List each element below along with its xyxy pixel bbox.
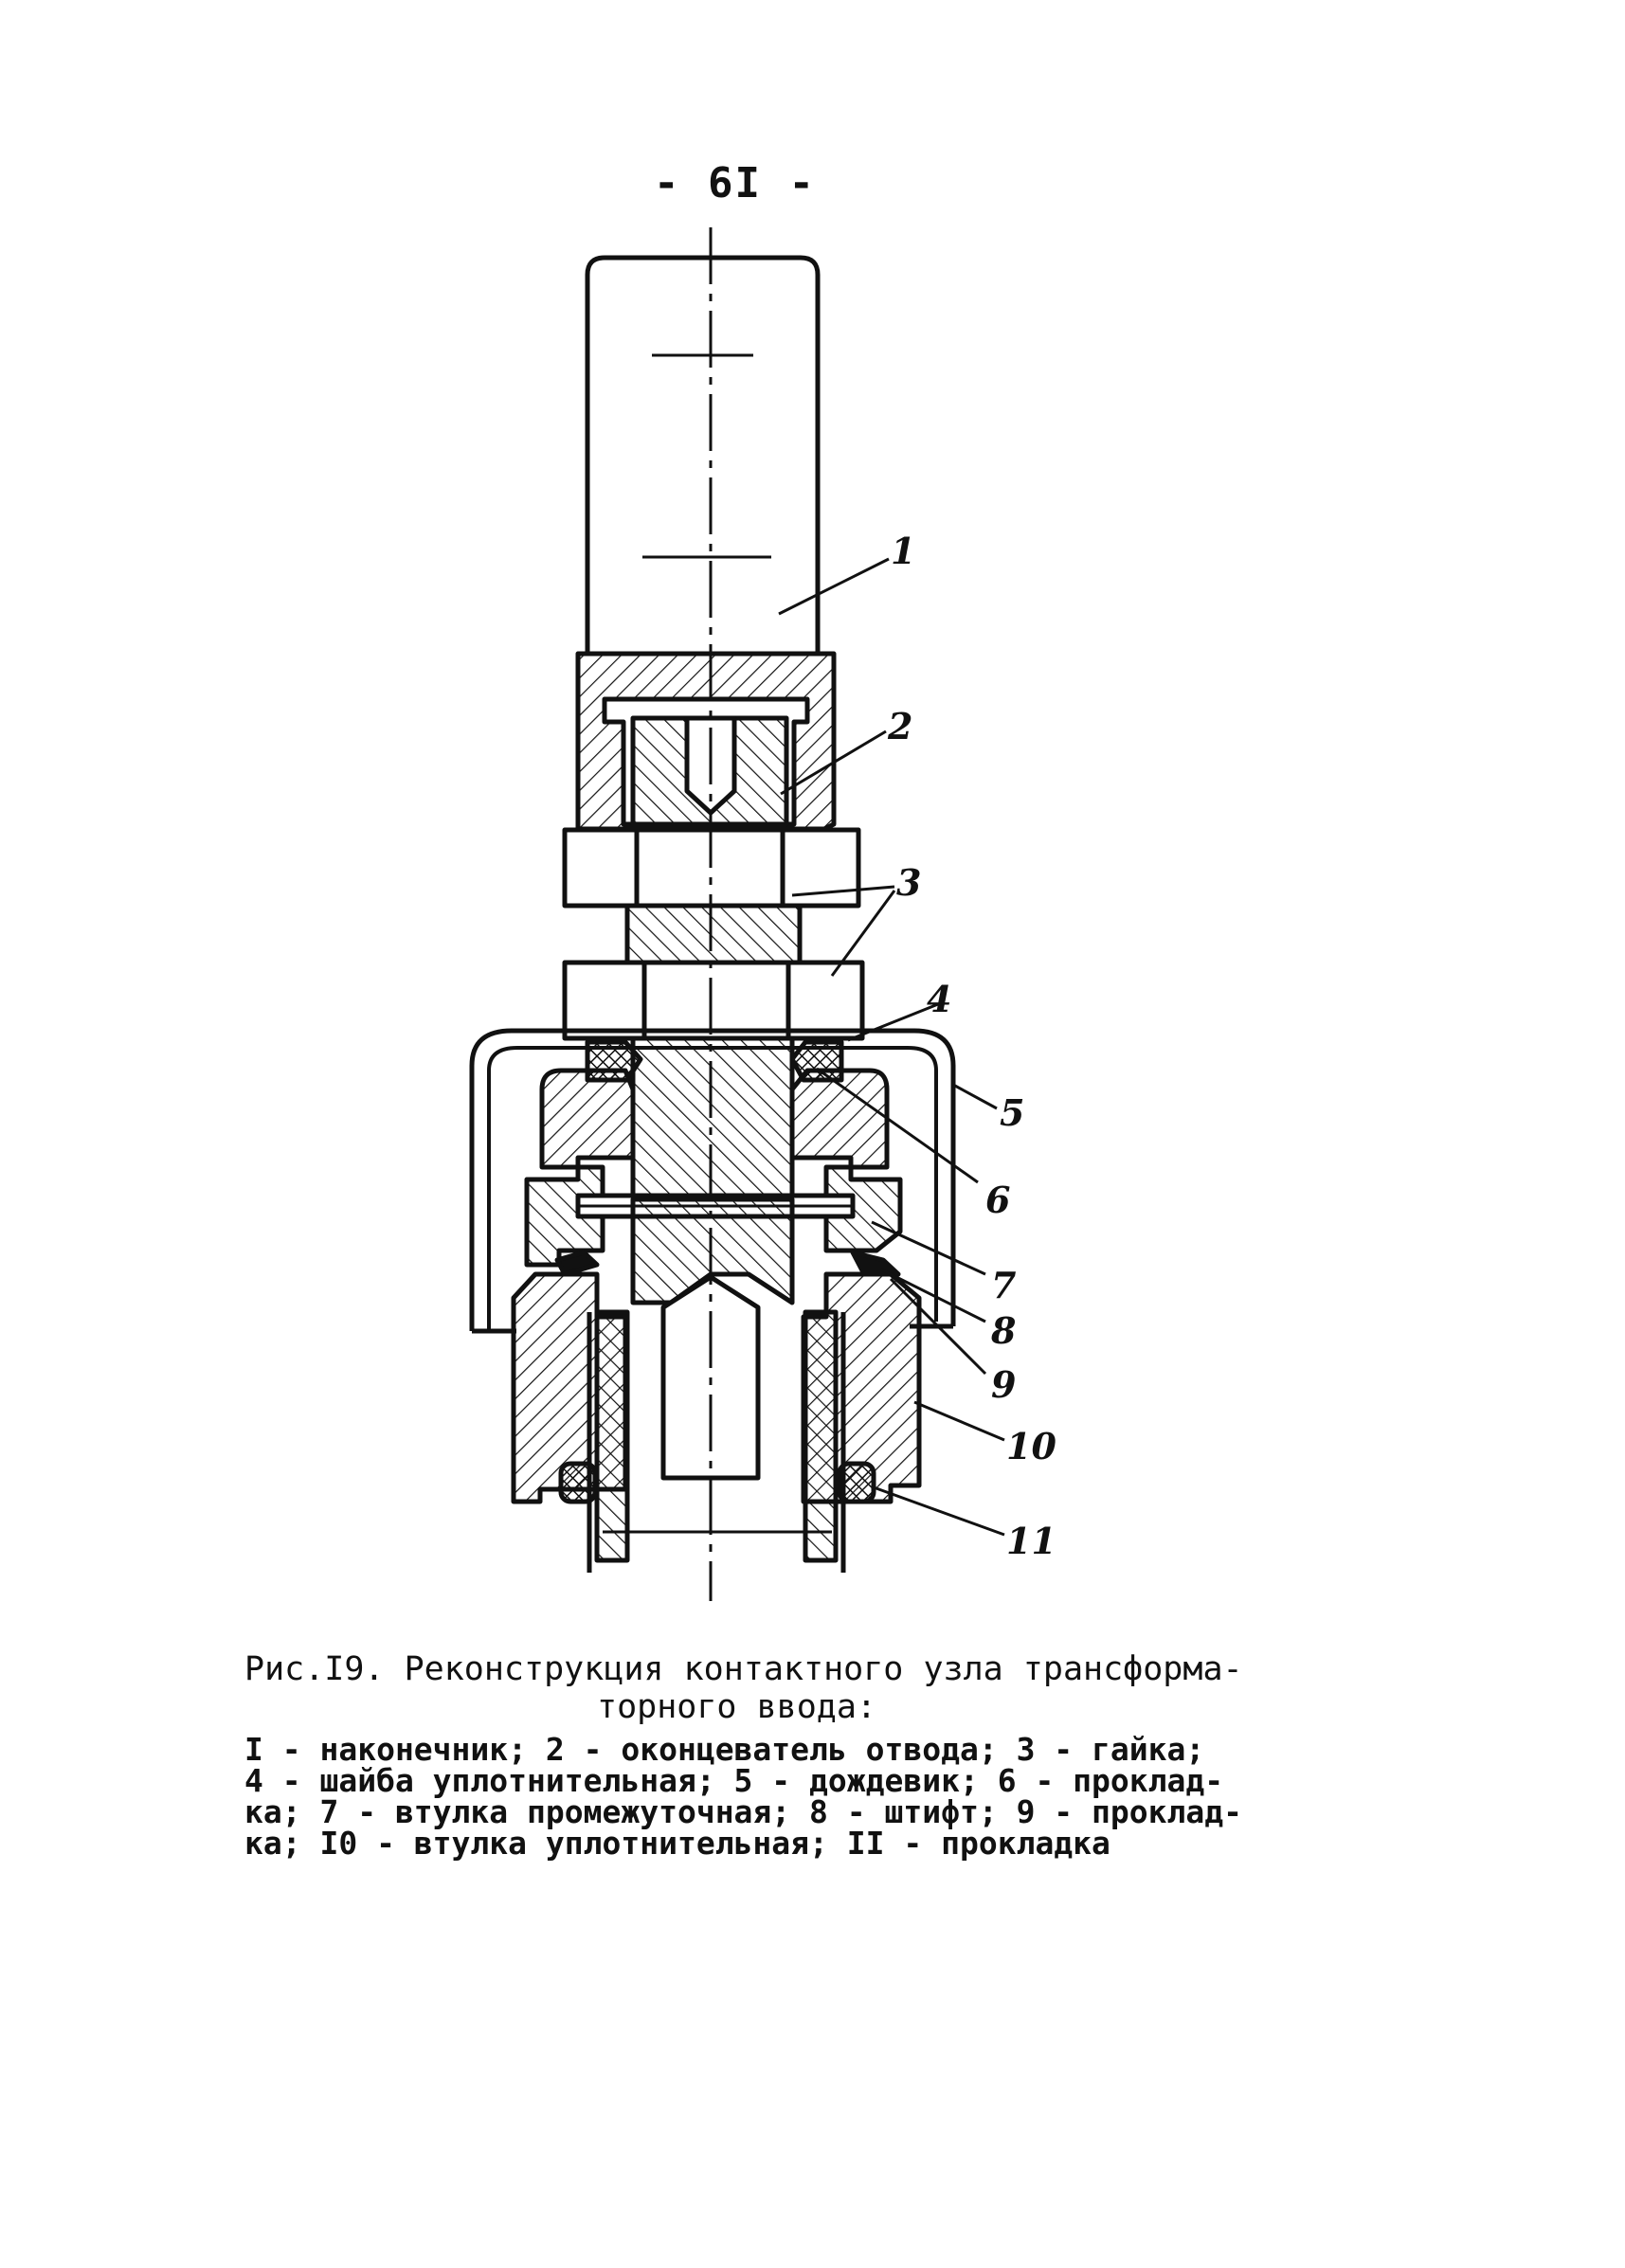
intermediate-bushing-part-7 bbox=[524, 1164, 605, 1268]
callout-6: 6 bbox=[985, 1179, 1010, 1221]
nut-lower-part-3 bbox=[562, 960, 865, 1041]
figure-legend: I - наконечник; 2 - оконцеватель отвода;… bbox=[244, 1734, 1268, 1859]
caption-line-1: Рис.I9. Реконструкция контактного узла т… bbox=[244, 1650, 1243, 1688]
callout-10: 10 bbox=[1006, 1425, 1056, 1467]
legend-line: 4 - шайба уплотнительная; 5 - дождевик; … bbox=[244, 1762, 1224, 1799]
rain-hood-part-5 bbox=[469, 1028, 956, 1331]
housing-part-6 bbox=[539, 1068, 636, 1170]
figure-caption: Рис.I9. Реконструкция контактного узла т… bbox=[244, 1650, 1249, 1726]
legend-line: I - наконечник; 2 - оконцеватель отвода;… bbox=[244, 1731, 1205, 1768]
callout-2: 2 bbox=[887, 705, 912, 747]
callout-3: 3 bbox=[896, 861, 921, 904]
legend-line: ка; 7 - втулка промежуточная; 8 - штифт;… bbox=[244, 1793, 1242, 1830]
gasket-part-11 bbox=[558, 1461, 598, 1504]
callout-9: 9 bbox=[991, 1363, 1016, 1406]
callout-5: 5 bbox=[1000, 1091, 1024, 1134]
legend-line: ка; I0 - втулка уплотнительная; II - про… bbox=[244, 1825, 1110, 1862]
callout-1: 1 bbox=[891, 530, 915, 572]
page-number: - 6I - bbox=[654, 159, 816, 207]
callout-4: 4 bbox=[927, 978, 951, 1020]
callout-7: 7 bbox=[991, 1264, 1016, 1306]
contact-unit-drawing: 1 2 3 4 5 6 7 8 9 10 11 bbox=[469, 227, 1056, 1601]
gasket-part-9 bbox=[554, 1250, 600, 1277]
terminal-part-1 bbox=[585, 255, 821, 657]
callout-8: 8 bbox=[990, 1309, 1016, 1352]
callout-labels: 1 2 3 4 5 6 7 8 9 10 11 bbox=[887, 530, 1056, 1562]
caption-line-2: торного ввода: bbox=[597, 1688, 877, 1726]
callout-11: 11 bbox=[1006, 1520, 1056, 1562]
